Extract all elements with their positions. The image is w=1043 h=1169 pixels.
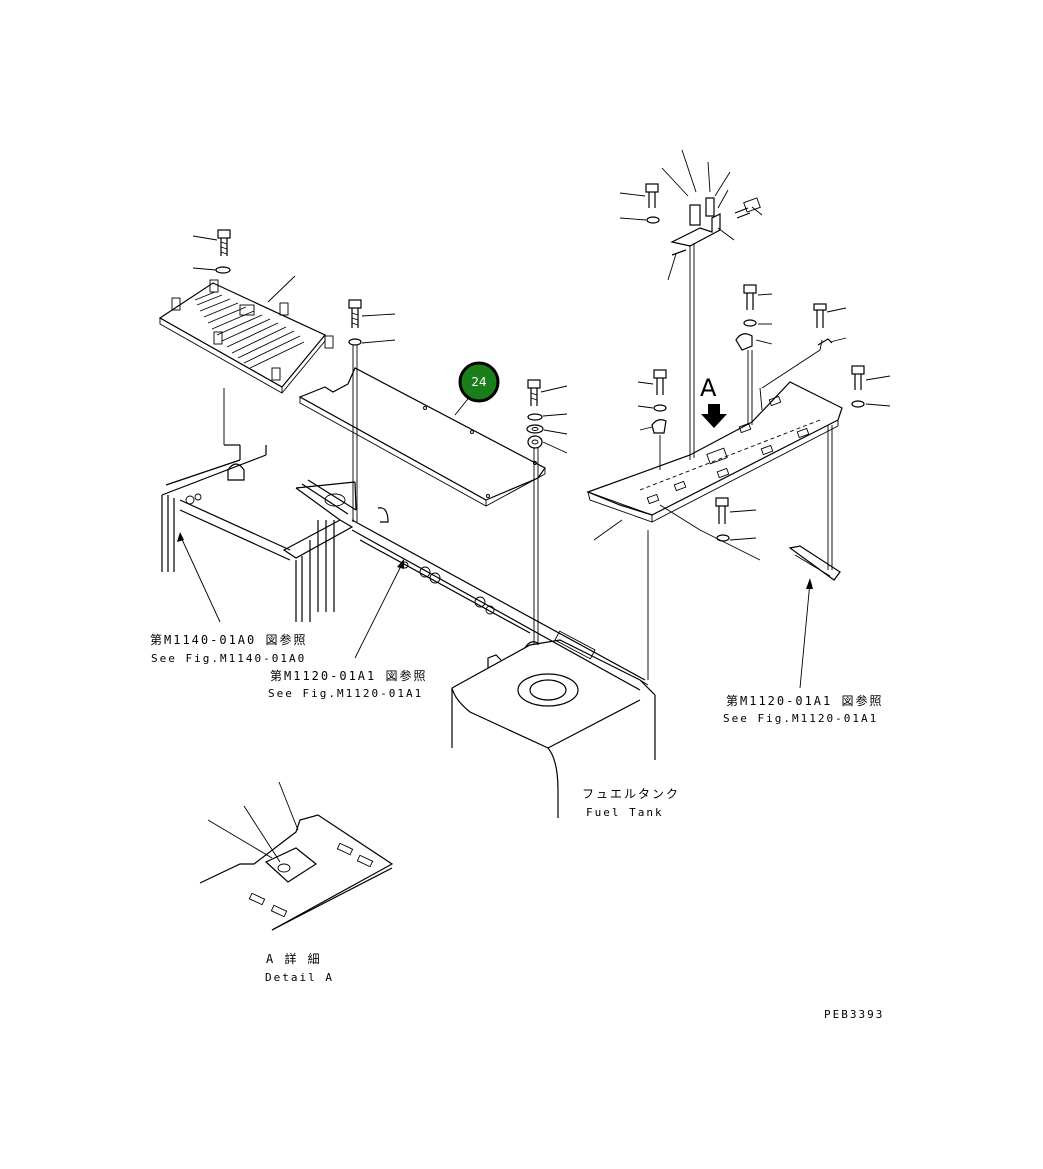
fuel-tank-jp: フュエルタンク (582, 787, 680, 801)
ref3-jp: 第M1120-01A1 図参照 (726, 693, 883, 708)
detail-en: Detail A (265, 971, 334, 984)
bolt-right-edge (827, 365, 891, 570)
detail-jp: A 詳 細 (266, 951, 322, 966)
ref1-jp: 第M1140-01A0 図参照 (150, 632, 307, 647)
left-frame (161, 444, 649, 691)
fuel-tank-en: Fuel Tank (586, 806, 664, 819)
leader-arrows (177, 532, 813, 689)
bolt-right-mid (735, 284, 773, 425)
bolt-right-bottom (715, 497, 757, 542)
view-label-a: A (700, 374, 717, 402)
ref2-en: See Fig.M1120-01A1 (268, 687, 423, 700)
hinge-assembly (661, 149, 763, 460)
bolt-center-left (348, 299, 396, 522)
badge-number: 24 (471, 375, 486, 389)
bolt-right-top (619, 183, 660, 224)
drawing-code: PEB3393 (824, 1008, 884, 1021)
ref2-jp: 第M1120-01A1 図参照 (270, 668, 427, 683)
view-arrow-a (701, 404, 727, 428)
part-number-badge[interactable]: 24 (458, 361, 500, 403)
right-deck-plate (586, 339, 843, 680)
right-rail-stub (788, 545, 841, 581)
center-cover-plate (298, 367, 546, 507)
detail-a-sketch (199, 781, 394, 931)
fuel-tank (451, 639, 656, 818)
bolt-center-right (526, 379, 568, 645)
grille-cover-plate (158, 275, 334, 394)
bolt-left-grille (192, 229, 231, 445)
ref3-en: See Fig.M1120-01A1 (723, 712, 878, 725)
bolt-right-left (637, 369, 667, 470)
bolt-right-far (813, 303, 847, 346)
ref1-en: See Fig.M1140-01A0 (151, 652, 306, 665)
